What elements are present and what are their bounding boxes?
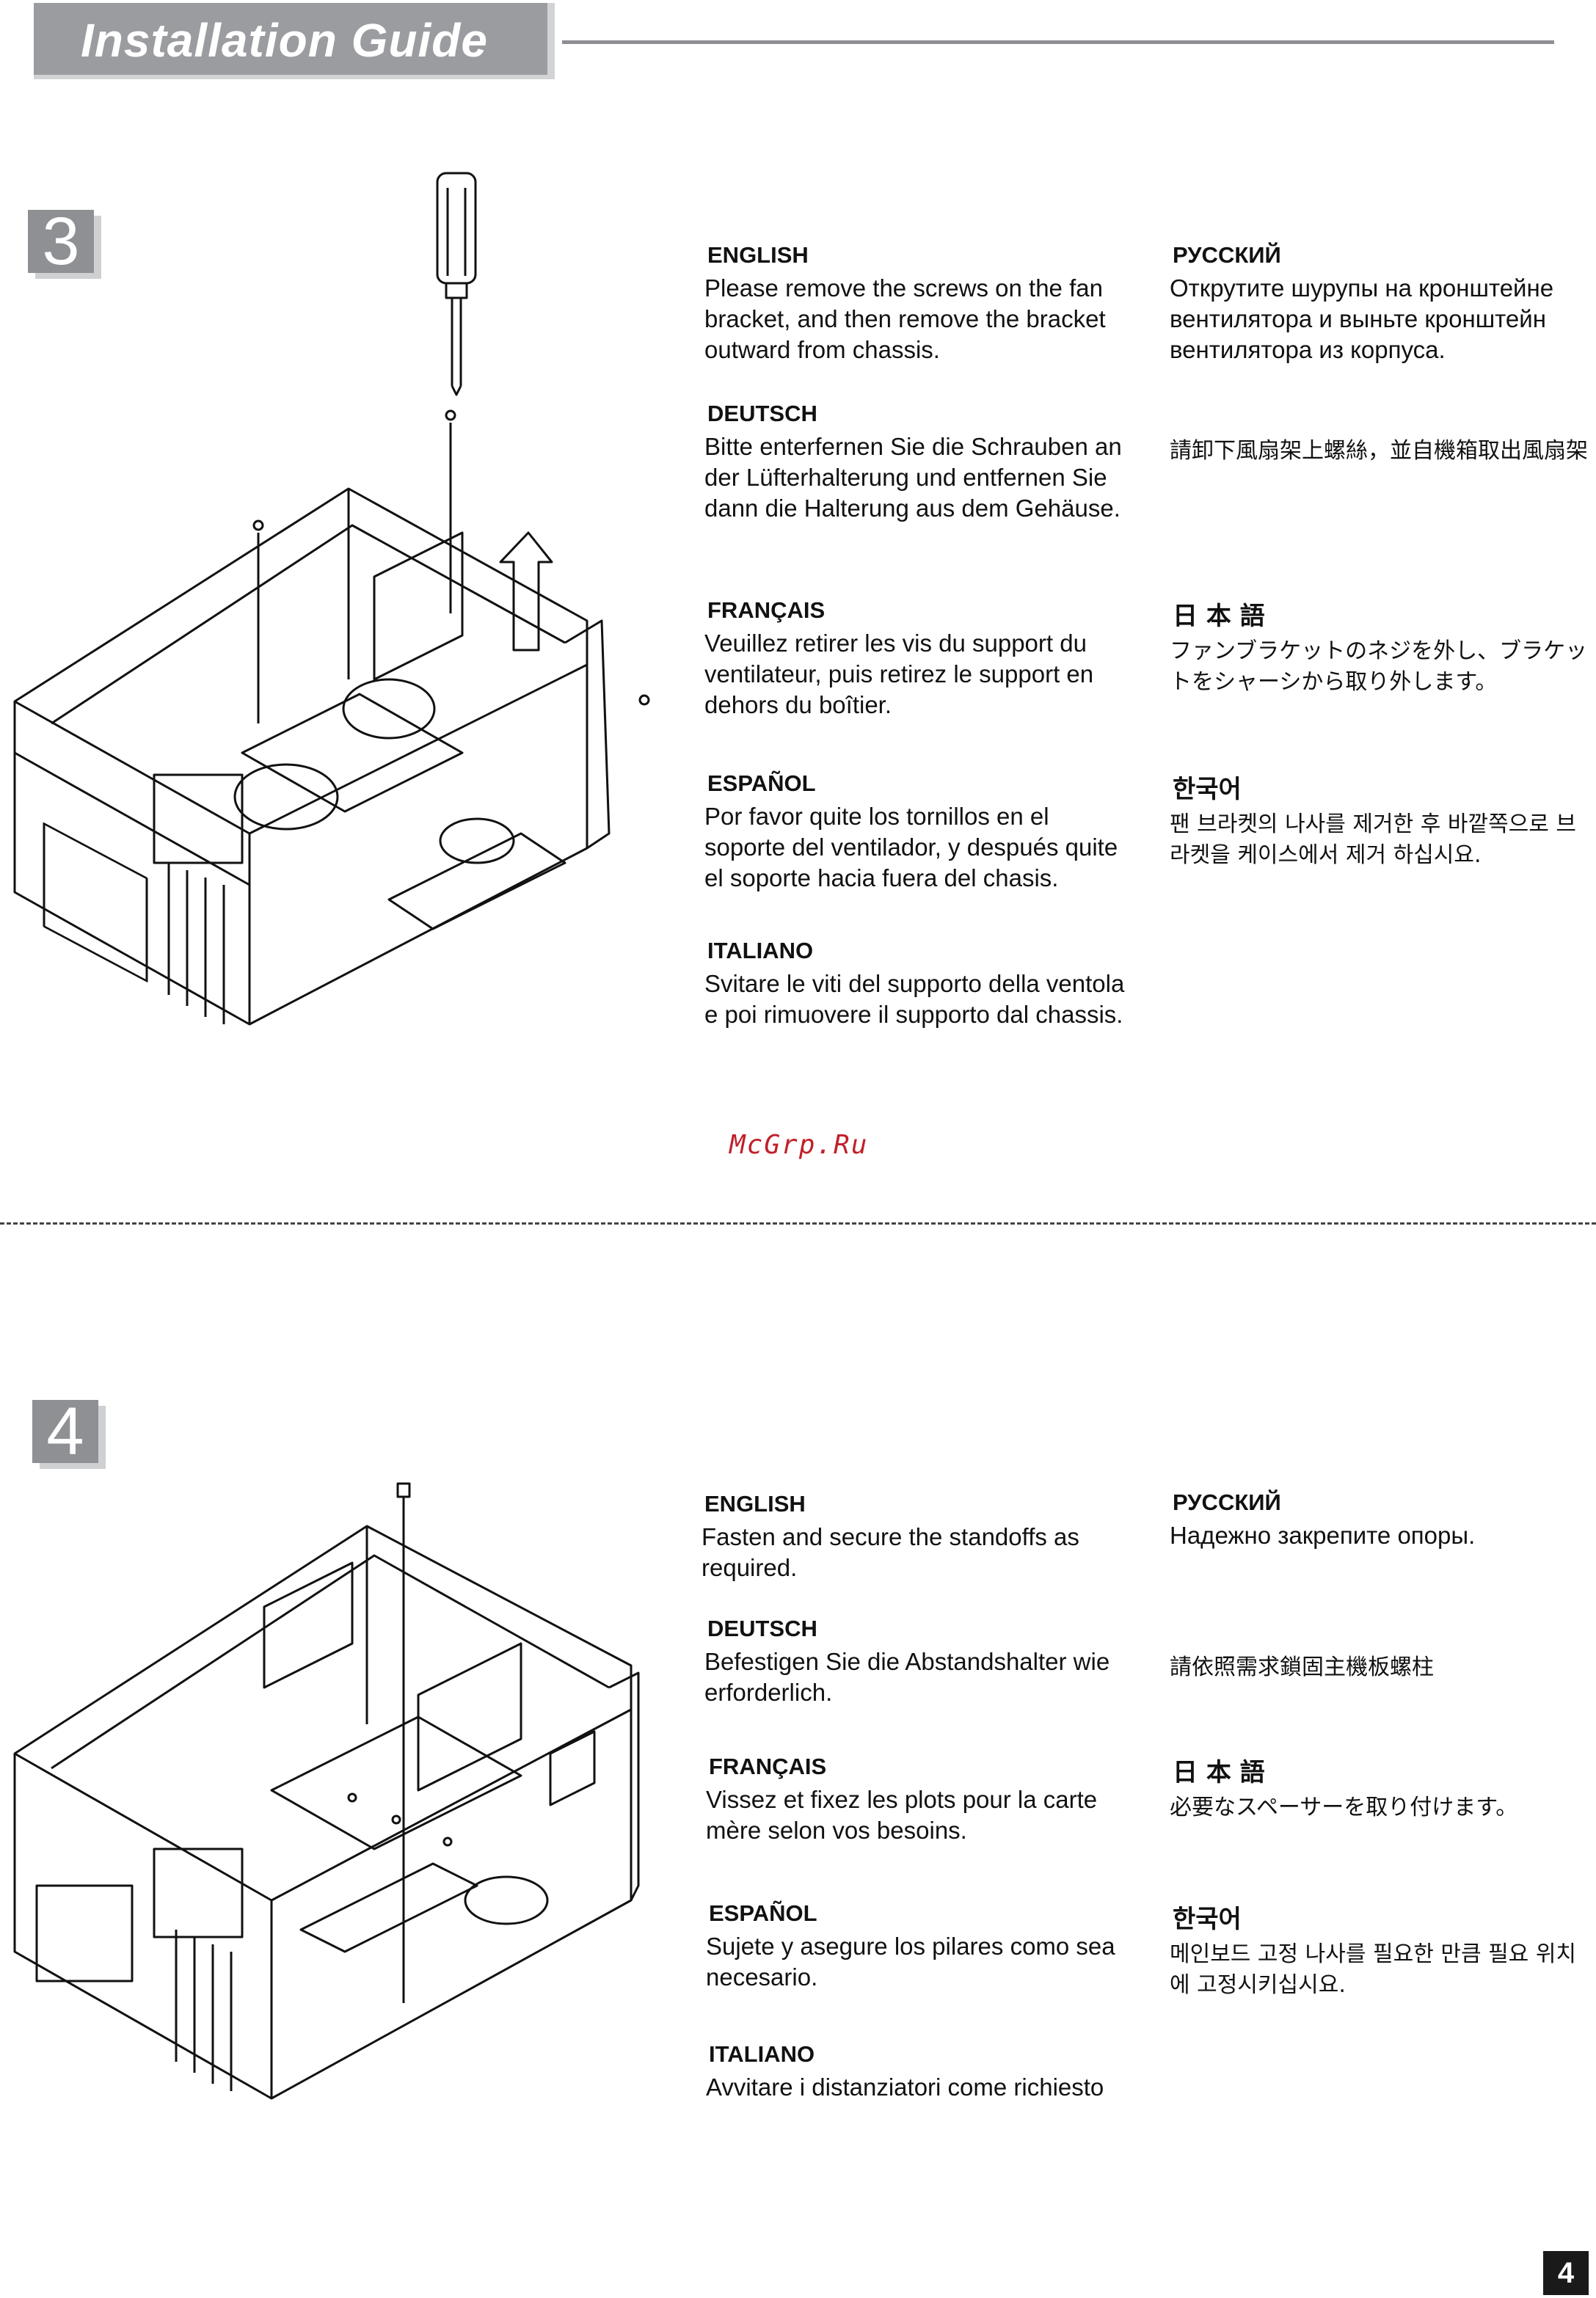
lang-heading: РУССКИЙ bbox=[1173, 1489, 1281, 1515]
up-arrow-icon bbox=[499, 531, 553, 652]
lang-text: 必要なスペーサーを取り付けます。 bbox=[1170, 1795, 1518, 1820]
step4-italiano: ITALIANO Avvitare i distanziatori come r… bbox=[706, 2041, 1132, 2103]
chassis-illustration-step4 bbox=[13, 1482, 640, 2100]
lang-heading: ESPAÑOL bbox=[709, 1900, 817, 1926]
step3-chinese: 請卸下風扇架上螺絲，並自機箱取出風扇架 bbox=[1170, 436, 1595, 467]
step3-english: ENGLISH Please remove the screws on the … bbox=[704, 242, 1130, 365]
lang-text: Please remove the screws on the fan brac… bbox=[704, 274, 1106, 363]
step4-francais: FRANÇAIS Vissez et fixez les plots pour … bbox=[706, 1754, 1132, 1846]
step4-russian: РУССКИЙ Надежно закрепите опоры. bbox=[1170, 1489, 1595, 1551]
lang-heading: РУССКИЙ bbox=[1173, 242, 1281, 268]
step4-espanol: ESPAÑOL Sujete y asegure los pilares com… bbox=[706, 1900, 1132, 1993]
step4-korean: 한국어 메인보드 고정 나사를 필요한 만큼 필요 위치에 고정시키십시요. bbox=[1170, 1899, 1595, 2001]
step4-english: ENGLISH Fasten and secure the standoffs … bbox=[702, 1491, 1127, 1583]
step3-korean: 한국어 팬 브라켓의 나사를 제거한 후 바깥쪽으로 브라켓을 케이스에서 제거… bbox=[1170, 769, 1595, 871]
header-rule bbox=[562, 40, 1554, 44]
lang-heading: ENGLISH bbox=[707, 242, 809, 268]
lang-text: Vissez et fixez les plots pour la carte … bbox=[706, 1786, 1098, 1844]
standoff-icon bbox=[396, 1482, 411, 1498]
lang-text: Открутите шурупы на кронштейне вентилято… bbox=[1170, 274, 1554, 363]
section-divider bbox=[0, 1222, 1596, 1225]
lang-heading: DEUTSCH bbox=[707, 401, 817, 426]
step4-deutsch: DEUTSCH Befestigen Sie die Abstandshalte… bbox=[704, 1616, 1130, 1708]
lang-heading: 한국어 bbox=[1173, 775, 1242, 804]
lang-heading: 한국어 bbox=[1173, 1905, 1242, 1934]
lang-heading: FRANÇAIS bbox=[709, 1754, 827, 1779]
watermark: McGrp.Ru bbox=[729, 1130, 869, 1160]
step4-japanese: 日 本 語 必要なスペーサーを取り付けます。 bbox=[1170, 1752, 1595, 1823]
lang-text: 請卸下風扇架上螺絲，並自機箱取出風扇架 bbox=[1170, 438, 1588, 464]
lang-heading: ENGLISH bbox=[704, 1491, 806, 1517]
step3-deutsch: DEUTSCH Bitte enterfernen Sie die Schrau… bbox=[704, 401, 1130, 524]
lang-text: Sujete y asegure los pilares como sea ne… bbox=[706, 1933, 1115, 1991]
lang-heading: ESPAÑOL bbox=[707, 770, 816, 796]
chassis-illustration-step3 bbox=[13, 172, 650, 1026]
step4-chinese: 請依照需求鎖固主機板螺柱 bbox=[1170, 1652, 1595, 1683]
lang-text: 請依照需求鎖固主機板螺柱 bbox=[1170, 1655, 1434, 1680]
step3-espanol: ESPAÑOL Por favor quite los tornillos en… bbox=[704, 770, 1130, 894]
step3-russian: РУССКИЙ Открутите шурупы на кронштейне в… bbox=[1170, 242, 1595, 365]
page-number: 4 bbox=[1543, 2251, 1589, 2295]
lang-text: 메인보드 고정 나사를 필요한 만큼 필요 위치에 고정시키십시요. bbox=[1170, 1941, 1577, 1998]
screwdriver-handle-icon bbox=[436, 172, 477, 285]
lang-heading: ITALIANO bbox=[709, 2041, 815, 2067]
step3-francais: FRANÇAIS Veuillez retirer les vis du sup… bbox=[704, 597, 1130, 721]
lang-heading: 日 本 語 bbox=[1173, 602, 1265, 631]
lang-text: Veuillez retirer les vis du support du v… bbox=[704, 630, 1094, 718]
header-tab bbox=[34, 3, 555, 79]
lang-text: Befestigen Sie die Abstandshalter wie er… bbox=[704, 1648, 1110, 1706]
lang-text: 팬 브라켓의 나사를 제거한 후 바깥쪽으로 브라켓을 케이스에서 제거 하십시… bbox=[1170, 811, 1577, 868]
page-title: Installation Guide bbox=[81, 14, 488, 67]
step-number-badge: 4 bbox=[32, 1398, 98, 1465]
lang-text: Avvitare i distanziatori come richiesto bbox=[706, 2073, 1104, 2101]
step-number-badge: 3 bbox=[28, 208, 94, 275]
step3-italiano: ITALIANO Svitare le viti del supporto de… bbox=[704, 938, 1130, 1030]
lang-text: Fasten and secure the standoffs as requi… bbox=[702, 1523, 1079, 1581]
step3-japanese: 日 本 語 ファンブラケットのネジを外し、ブラケットをシャーシから取り外します。 bbox=[1170, 596, 1595, 698]
lang-text: Svitare le viti del supporto della vento… bbox=[704, 970, 1125, 1028]
lang-heading: FRANÇAIS bbox=[707, 597, 826, 623]
lang-text: ファンブラケットのネジを外し、ブラケットをシャーシから取り外します。 bbox=[1170, 638, 1588, 695]
lang-text: Por favor quite los tornillos en el sopo… bbox=[704, 803, 1118, 891]
screw-icon bbox=[445, 409, 456, 421]
lang-text: Bitte enterfernen Sie die Schrauben an d… bbox=[704, 433, 1122, 522]
lang-heading: ITALIANO bbox=[707, 938, 814, 963]
lang-heading: 日 本 語 bbox=[1173, 1758, 1265, 1787]
lang-text: Надежно закрепите опоры. bbox=[1170, 1522, 1476, 1549]
lang-heading: DEUTSCH bbox=[707, 1616, 817, 1641]
